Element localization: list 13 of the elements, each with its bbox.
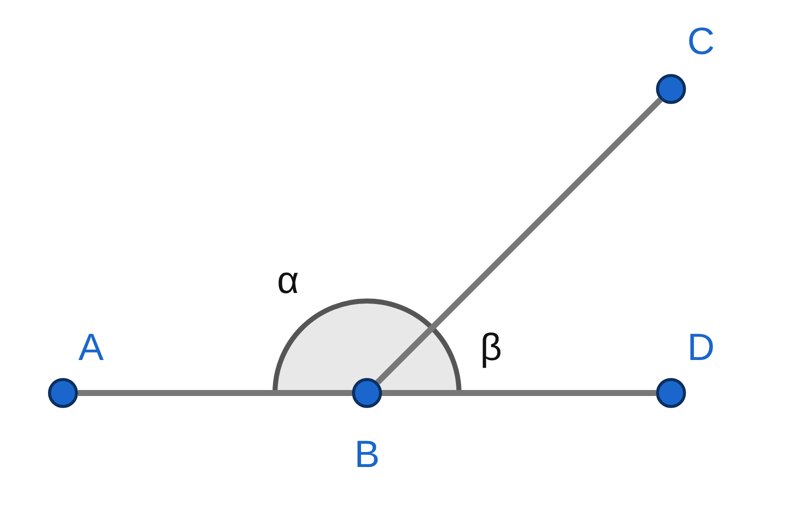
angle-label: α: [277, 262, 299, 300]
point-label: D: [687, 329, 715, 367]
point-dot: [656, 378, 686, 408]
line-segment: [375, 97, 663, 385]
point-label: B: [354, 436, 380, 474]
point-dot: [48, 378, 78, 408]
angle-label: β: [480, 329, 502, 367]
point-dot: [656, 74, 686, 104]
line-segment: [78, 390, 352, 396]
point-label: A: [78, 329, 104, 367]
line-segment: [382, 390, 656, 396]
point-label: C: [687, 23, 715, 61]
point-dot: [352, 378, 382, 408]
